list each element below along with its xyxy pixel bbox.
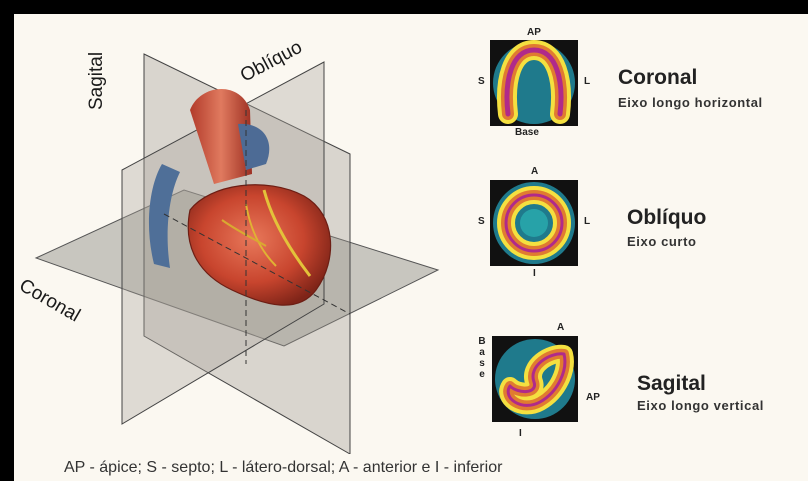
sagittal-subtitle: Eixo longo vertical — [637, 398, 764, 413]
oblique-top-label: A — [531, 166, 538, 177]
oblique-scan-image — [490, 180, 578, 266]
coronal-subtitle: Eixo longo horizontal — [618, 95, 763, 110]
coronal-left-label: S — [478, 76, 485, 87]
oblique-subtitle: Eixo curto — [627, 234, 697, 249]
abbreviation-legend: AP - ápice; S - septo; L - látero-dorsal… — [64, 459, 502, 477]
sagittal-right-label: AP — [586, 392, 600, 403]
oblique-title: Oblíquo — [627, 206, 706, 230]
heart-planes-illustration — [14, 14, 464, 454]
sagittal-title: Sagital — [637, 372, 706, 396]
coronal-scan-image — [490, 40, 578, 126]
coronal-title: Coronal — [618, 66, 697, 90]
sagittal-bottom-label: I — [519, 428, 522, 439]
sagittal-scan-image — [492, 336, 578, 422]
coronal-top-label: AP — [527, 27, 541, 38]
coronal-bottom-label: Base — [515, 127, 539, 138]
sagittal-top-label: A — [557, 322, 564, 333]
coronal-right-label: L — [584, 76, 590, 87]
oblique-left-label: S — [478, 216, 485, 227]
oblique-right-label: L — [584, 216, 590, 227]
sagittal-left-label: Base — [477, 336, 487, 380]
sagittal-plane-label: Sagital — [86, 52, 108, 110]
oblique-bottom-label: I — [533, 268, 536, 279]
